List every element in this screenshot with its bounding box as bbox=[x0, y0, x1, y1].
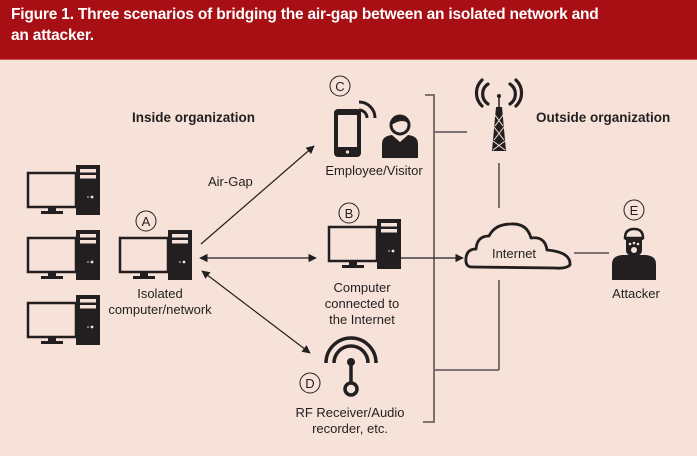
marker-b: B bbox=[345, 206, 354, 221]
cloud-icon bbox=[464, 222, 572, 270]
network-computer-icon bbox=[26, 293, 102, 347]
smartphone-icon bbox=[334, 109, 361, 157]
node-e-label: Attacker bbox=[612, 286, 660, 301]
node-e: E Attacker bbox=[612, 199, 661, 301]
person-icon bbox=[382, 114, 418, 158]
air-gap-label: Air-Gap bbox=[208, 174, 253, 189]
node-a-label-line2: computer/network bbox=[108, 302, 212, 317]
internet-label: Internet bbox=[492, 246, 536, 261]
rf-antenna-icon bbox=[324, 336, 378, 397]
node-b-label-line3: the Internet bbox=[329, 312, 395, 327]
node-d-label-line1: RF Receiver/Audio bbox=[295, 405, 404, 420]
figure-title: Figure 1. Three scenarios of bridging th… bbox=[11, 4, 651, 46]
node-d-label-line2: recorder, etc. bbox=[312, 421, 388, 436]
internet-node: Internet bbox=[464, 222, 572, 270]
marker-a: A bbox=[142, 214, 151, 229]
marker-b-circle bbox=[338, 202, 360, 224]
marker-e-circle bbox=[623, 199, 645, 221]
node-b-label-line2: connected to bbox=[325, 296, 399, 311]
wireless-signal-icon bbox=[358, 100, 377, 119]
network-computer-icon bbox=[26, 163, 102, 217]
marker-d-circle bbox=[299, 372, 321, 394]
connected-computer-icon bbox=[327, 217, 403, 271]
node-c: C Employee/Visitor bbox=[325, 75, 423, 178]
node-b-label-line1: Computer bbox=[333, 280, 391, 295]
marker-a-circle bbox=[135, 210, 157, 232]
node-c-label: Employee/Visitor bbox=[325, 163, 423, 178]
cell-tower-icon bbox=[474, 78, 524, 151]
isolated-computer-icon bbox=[118, 228, 194, 282]
network-computer-icon bbox=[26, 228, 102, 282]
arrow-a-d bbox=[201, 270, 311, 354]
air-gap-arrow-to-c bbox=[200, 145, 315, 245]
node-b: B Computer connected to the Internet bbox=[325, 202, 403, 327]
node-a: A Isolated computer/network bbox=[108, 210, 212, 317]
marker-e: E bbox=[630, 203, 639, 218]
outside-organization-label: Outside organization bbox=[536, 110, 670, 125]
marker-d: D bbox=[305, 376, 314, 391]
marker-c-circle bbox=[329, 75, 351, 97]
node-d: D RF Receiver/Audio recorder, etc. bbox=[295, 336, 405, 436]
inside-organization-label: Inside organization bbox=[132, 110, 255, 125]
figure-title-line2: an attacker. bbox=[11, 27, 94, 44]
node-a-label-line1: Isolated bbox=[137, 286, 183, 301]
marker-c: C bbox=[335, 79, 344, 94]
figure-header: Figure 1. Three scenarios of bridging th… bbox=[0, 0, 697, 60]
masked-attacker-icon bbox=[612, 227, 656, 280]
figure-title-line1: Figure 1. Three scenarios of bridging th… bbox=[11, 6, 599, 23]
